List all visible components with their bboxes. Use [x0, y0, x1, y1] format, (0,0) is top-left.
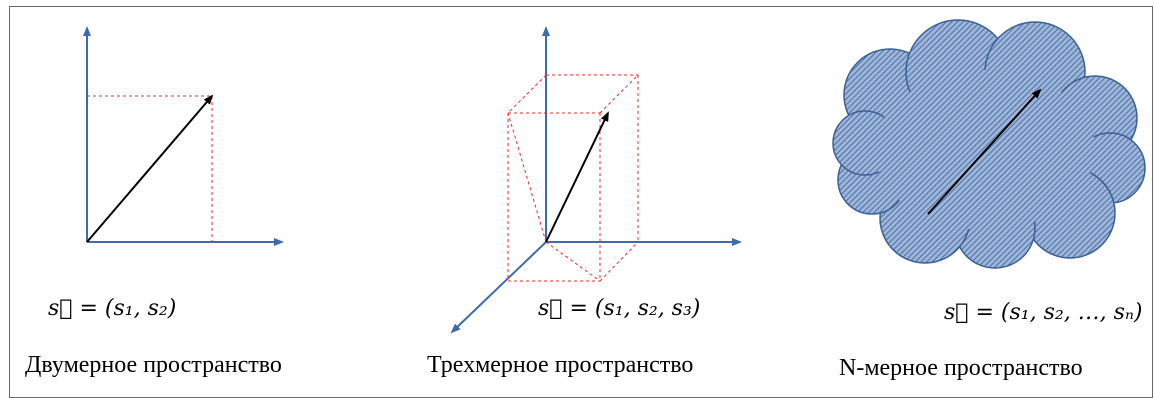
vector-arrow: [927, 88, 1042, 215]
formula-3d: s⃗ = (s₁, s₂, s₃): [538, 296, 701, 321]
panel-3d: [450, 26, 742, 334]
caption-3d: Трехмерное пространство: [427, 352, 694, 378]
formula-2d: s⃗ = (s₁, s₂): [48, 296, 177, 321]
z-axis: [450, 241, 547, 334]
panel-nd: [832, 19, 1146, 269]
cloud-shape: [832, 19, 1146, 269]
vector-arrow: [545, 111, 609, 243]
panel-2d: [83, 26, 284, 246]
caption-nd: N-мерное пространство: [839, 355, 1083, 381]
vector-arrow: [86, 94, 214, 243]
guide-box: [507, 74, 639, 282]
formula-nd: s⃗ = (s₁, s₂, …, sₙ): [944, 300, 1143, 325]
caption-2d: Двумерное пространство: [25, 352, 282, 378]
